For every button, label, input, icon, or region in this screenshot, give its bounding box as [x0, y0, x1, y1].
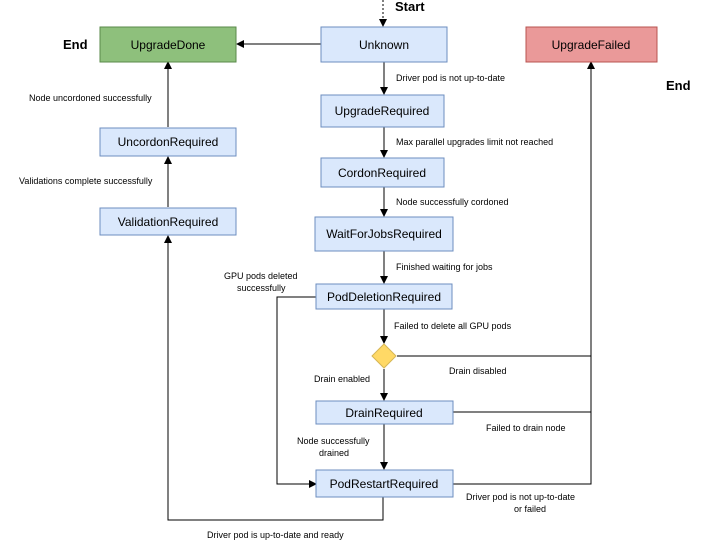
state-validation-required-label: ValidationRequired — [118, 215, 219, 229]
edge-label-drain-disabled: Drain disabled — [449, 366, 507, 376]
edge-label-failed-delete-gpu: Failed to delete all GPU pods — [394, 321, 512, 331]
edge-label-driver-not-up-to-date-failed-1: Driver pod is not up-to-date — [466, 492, 575, 502]
edge-poddeletion-to-podrestart — [276, 296, 317, 488]
edge-drainrequired-to-upgradefailed — [453, 356, 592, 413]
state-drain-required-label: DrainRequired — [345, 406, 422, 420]
edge-podrestart-to-validation — [164, 235, 384, 521]
state-wait-for-jobs-required-label: WaitForJobsRequired — [326, 227, 442, 241]
state-cordon-required — [320, 157, 445, 188]
edge-label-driver-ready: Driver pod is up-to-date and ready — [207, 530, 344, 540]
state-validation-required — [99, 207, 237, 236]
edge-podrestart-to-upgradefailed — [453, 412, 592, 485]
state-upgrade-failed — [525, 26, 658, 63]
state-pod-restart-required-label: PodRestartRequired — [330, 477, 439, 491]
state-drain-required — [315, 400, 454, 425]
edge-label-validations-complete: Validations complete successfully — [19, 176, 153, 186]
state-pod-deletion-required-label: PodDeletionRequired — [327, 290, 441, 304]
state-pod-deletion-required — [315, 283, 453, 310]
state-uncordon-required-label: UncordonRequired — [118, 135, 219, 149]
edge-label-failed-drain: Failed to drain node — [486, 423, 566, 433]
state-pod-restart-required — [315, 469, 454, 498]
state-upgrade-required — [320, 94, 445, 128]
edge-label-node-uncordoned: Node uncordoned successfully — [29, 93, 152, 103]
end-label-left: End — [63, 37, 88, 52]
edge-label-gpu-deleted-2: successfully — [237, 283, 286, 293]
state-cordon-required-label: CordonRequired — [338, 166, 426, 180]
state-wait-for-jobs-required — [314, 216, 454, 252]
state-upgrade-done — [99, 26, 237, 63]
state-unknown — [320, 26, 448, 63]
edge-label-drain-enabled: Drain enabled — [314, 374, 370, 384]
edge-label-node-cordoned: Node successfully cordoned — [396, 197, 509, 207]
decision-diamond — [371, 343, 397, 369]
start-label: Start — [395, 0, 425, 14]
state-upgrade-done-label: UpgradeDone — [131, 38, 206, 52]
state-upgrade-failed-label: UpgradeFailed — [552, 38, 631, 52]
state-uncordon-required — [99, 127, 237, 157]
end-label-right: End — [666, 78, 691, 93]
edge-label-driver-not-up-to-date-failed-2: or failed — [514, 504, 546, 514]
state-upgrade-required-label: UpgradeRequired — [335, 104, 430, 118]
edge-label-finished-waiting: Finished waiting for jobs — [396, 262, 493, 272]
edge-label-node-drained-2: drained — [319, 448, 349, 458]
edge-label-driver-not-up-to-date: Driver pod is not up-to-date — [396, 73, 505, 83]
state-unknown-label: Unknown — [359, 38, 409, 52]
edge-label-node-drained-1: Node successfully — [297, 436, 370, 446]
edge-label-gpu-deleted-1: GPU pods deleted — [224, 271, 298, 281]
edge-label-max-parallel: Max parallel upgrades limit not reached — [396, 137, 553, 147]
